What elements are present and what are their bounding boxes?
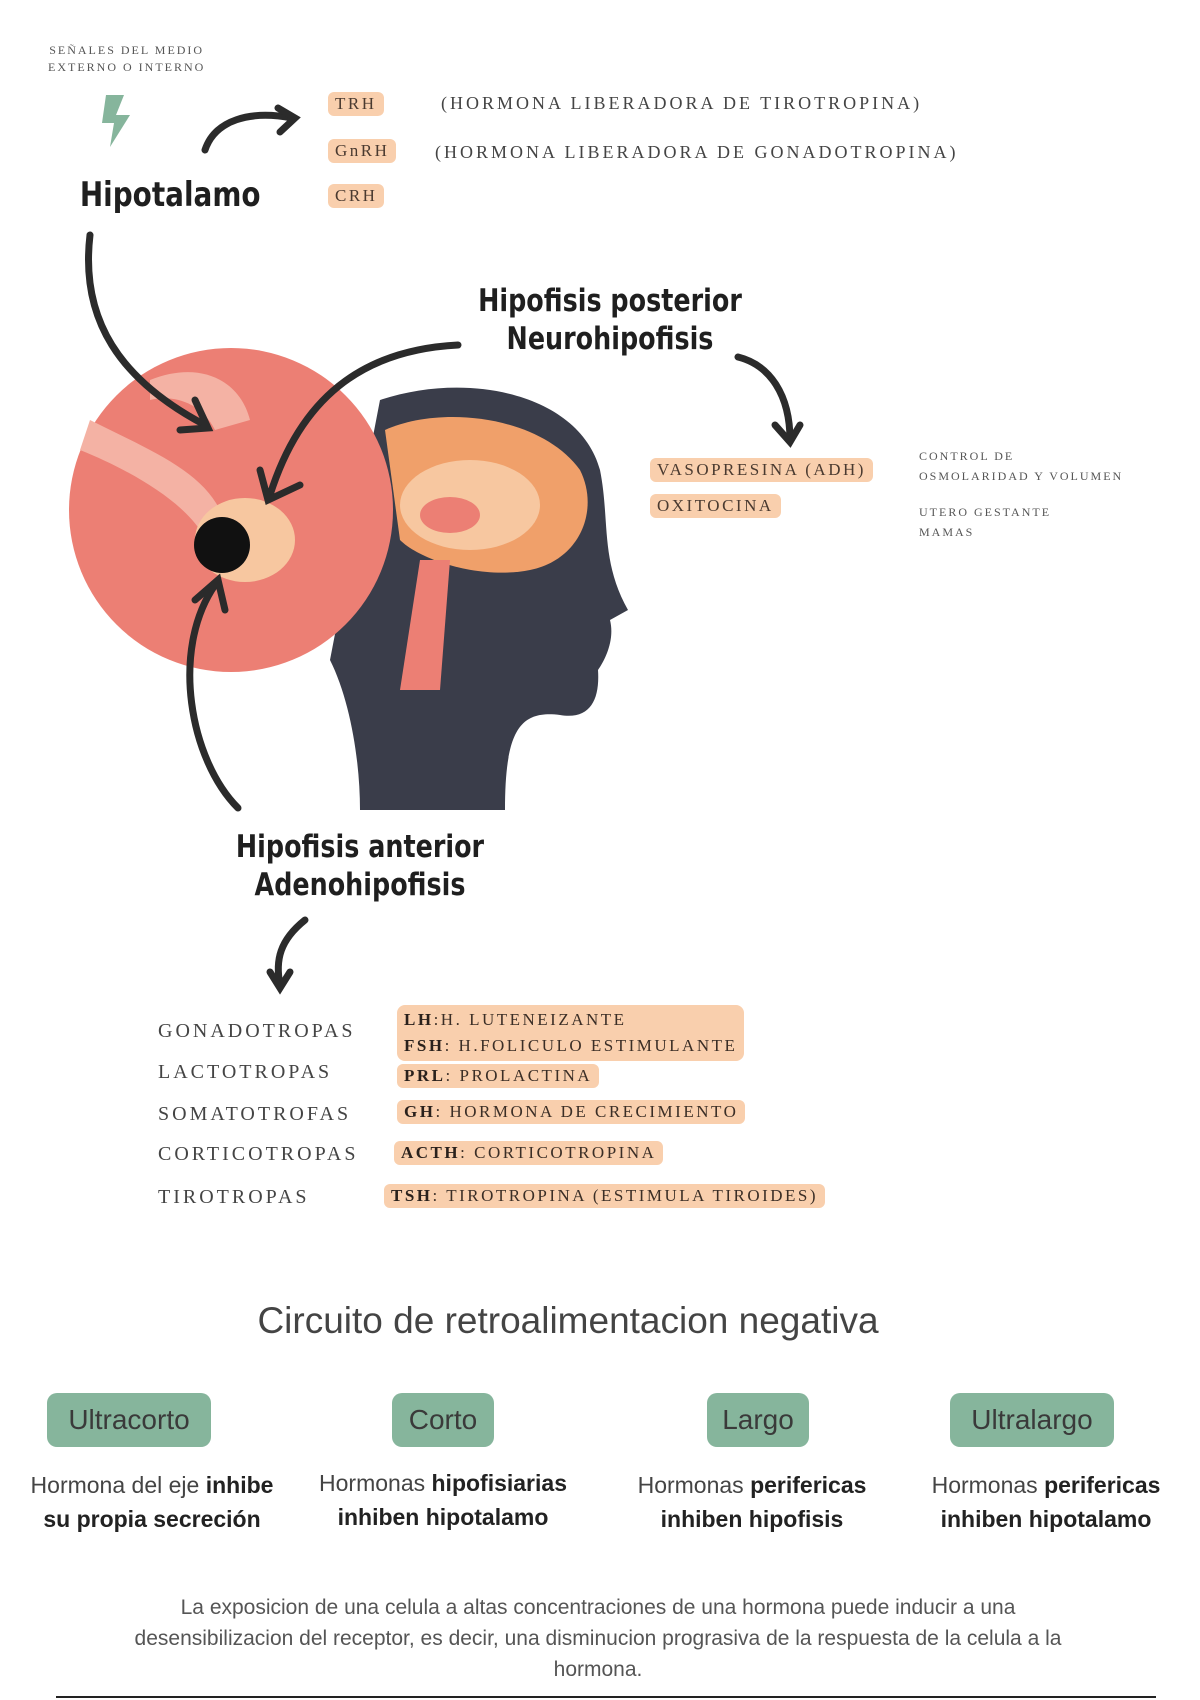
hormone-lh: LH:H. LUTENEIZANTE [404,1010,627,1029]
hormone-desc-trh: (HORMONA LIBERADORA DE TIROTROPINA) [441,93,923,113]
feedback-note: La exposicion de una celula a altas conc… [134,1596,1062,1681]
hormone-pill-trh: TRH [328,92,384,116]
cell-tirotropas: TIROTROPAS [158,1186,310,1208]
hormone-pill-adh: VASOPRESINA (ADH) [650,458,873,482]
signals-line1: SEÑALES DEL MEDIO [49,43,205,57]
hormone-pill-gnrh: GnRH [328,139,397,163]
adh-desc-1: CONTROL DE [919,449,1015,463]
anterior-pituitary-title: Hipofisis anterior Adenohipofisis [221,828,500,904]
adh-desc-2: OSMOLARIDAD Y VOLUMEN [919,469,1124,483]
posterior-pituitary-title: Hipofisis posterior Neurohipofisis [462,282,757,358]
anterior-line1: Hipofisis anterior [235,829,485,865]
hormone-pill-gh: GH: HORMONA DE CRECIMIENTO [397,1100,746,1124]
illustration [69,104,804,995]
hormone-desc-gnrh: (HORMONA LIBERADORA DE GONADOTROPINA) [435,142,959,162]
hormone-pill-crh: CRH [328,184,385,208]
cell-lactotropas: LACTOTROPAS [158,1061,333,1083]
hormone-pill-prl: PRL: PROLACTINA [397,1064,600,1088]
brain [385,417,588,690]
arrows [85,104,804,995]
feedback-ultralargo: Ultralargo [950,1393,1114,1447]
oxitocina-desc-1: UTERO GESTANTE [919,505,1052,519]
hormone-pill-oxitocina: OXITOCINA [650,494,781,518]
anterior-line2: Adenohipofisis [254,867,466,903]
signals-line2: EXTERNO O INTERNO [48,60,206,74]
posterior-line1: Hipofisis posterior [478,283,742,319]
signals-label: SEÑALES DEL MEDIO EXTERNO O INTERNO [48,42,205,76]
hormone-pill-acth: ACTH: CORTICOTROPINA [394,1141,664,1165]
feedback-largo: Largo [707,1393,809,1447]
hormone-pill-tsh: TSH: TIROTROPINA (ESTIMULA TIROIDES) [384,1184,826,1208]
adh-desc: CONTROL DE OSMOLARIDAD Y VOLUMEN [919,446,1123,486]
lightning-icon [102,95,130,147]
hormone-fsh: FSH: H.FOLICULO ESTIMULANTE [404,1036,738,1055]
cell-corticotropas: CORTICOTROPAS [158,1143,359,1165]
bottom-divider [56,1696,1156,1698]
oxitocina-desc-2: MAMAS [919,525,975,539]
feedback-title: Circuito de retroalimentacion negativa [257,1300,879,1341]
feedback-corto: Corto [392,1393,494,1447]
oxitocina-desc: UTERO GESTANTE MAMAS [919,502,1051,542]
cell-gonadotropas: GONADOTROPAS [158,1020,356,1042]
hypothalamus-title: Hipotalamo [79,175,261,215]
hormone-pill-gonadotropas: LH:H. LUTENEIZANTE FSH: H.FOLICULO ESTIM… [397,1005,745,1061]
feedback-ultracorto: Ultracorto [47,1393,211,1447]
posterior-line2: Neurohipofisis [506,321,714,357]
pituitary-gland [194,517,250,573]
cell-somatotrofas: SOMATOTROFAS [158,1103,352,1125]
